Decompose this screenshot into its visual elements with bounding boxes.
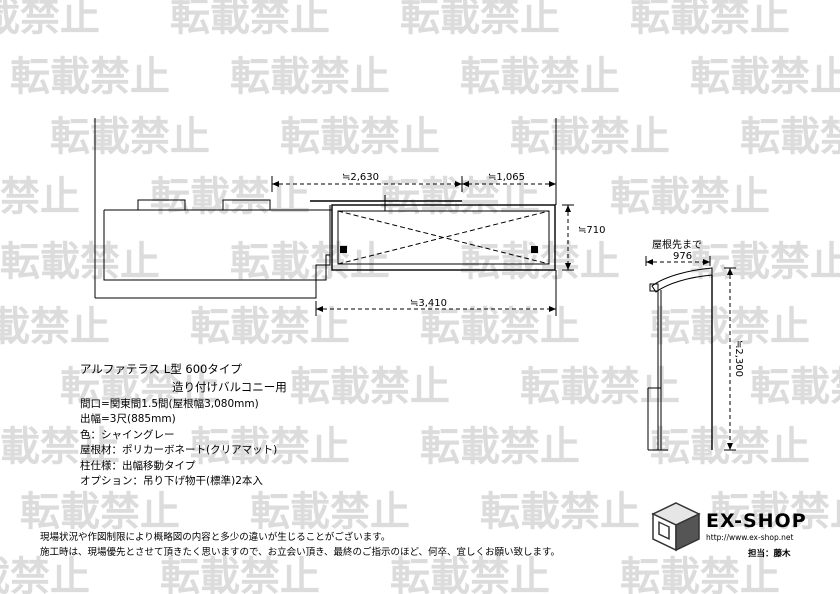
window-2 (222, 199, 271, 211)
spec-roof-material: 屋根材：ポリカーボネート(クリアマット) (80, 444, 278, 456)
note-2: 施工時は、現場優先とさせて頂きたく思いますので、お立会い頂き、最終のご指示のほど… (40, 547, 561, 558)
dim-total-width: ≒3,410 (410, 298, 447, 309)
balcony-inner (103, 210, 330, 281)
dim-width-left: ≒2,630 (342, 172, 379, 183)
dim-width-right: ≒1,065 (488, 172, 525, 183)
spec-subtitle: 造り付けバルコニー用 (172, 380, 287, 394)
side-roof (651, 267, 713, 293)
roof-outer (331, 204, 556, 271)
roof-inner (337, 210, 550, 265)
dim-roof-tip-label: 屋根先まで (652, 238, 702, 251)
window-1 (137, 199, 186, 211)
balcony-outer (95, 205, 331, 299)
spec-title: アルファテラス L型 600タイプ (80, 362, 242, 376)
logo-name: EX-SHOP (706, 510, 807, 532)
logo-cube-icon (651, 502, 701, 552)
dim-depth: ≒710 (578, 225, 605, 236)
post-right (531, 246, 538, 253)
dim-height: ≒2,300 (733, 340, 744, 377)
dim-roof-tip: 976 (673, 251, 692, 262)
side-gutter (649, 283, 659, 292)
spec-column: 柱仕様：出幅移動タイプ (80, 460, 196, 472)
staff-name: 担当：藤木 (748, 549, 791, 559)
spec-option: オプション：吊り下げ物干(標準)2本入 (80, 475, 263, 487)
spec-opening: 間口=関東間1.5間(屋根幅3,080mm) (80, 398, 259, 410)
spec-depth: 出幅=3尺(885mm) (80, 413, 176, 425)
roof-diagonal-2 (337, 210, 550, 265)
note-1: 現場状況や作図制限により概略図の内容と多少の違いが生じることがございます。 (40, 532, 391, 543)
spec-color: 色：シャイングレー (80, 429, 175, 441)
logo-url: http://www.ex-shop.net (706, 533, 794, 542)
post-left (340, 246, 347, 253)
